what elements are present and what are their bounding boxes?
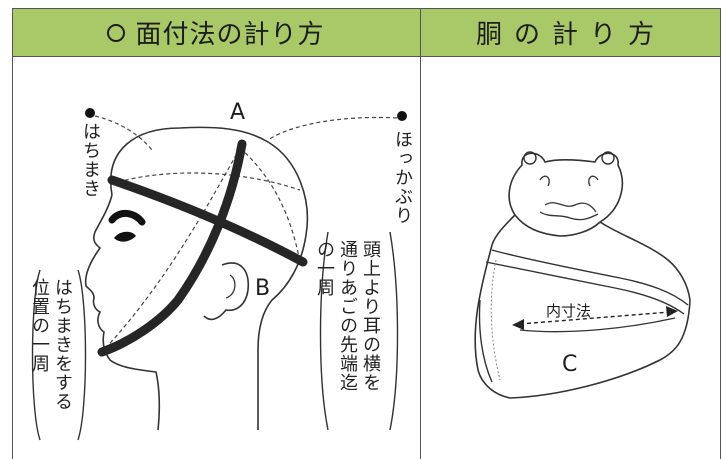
- label-a: A: [230, 100, 246, 125]
- label-b: B: [255, 276, 271, 301]
- header-left: 面付法の計り方: [12, 9, 420, 56]
- left-border: [12, 8, 13, 459]
- caption-b-line2: 通りあごの先端迄: [337, 240, 358, 392]
- header-left-title: 面付法の計り方: [135, 20, 325, 50]
- header-right-title: 胴の計り方: [475, 20, 666, 50]
- inner-size-label: 内寸法: [546, 302, 592, 320]
- note-hokkaburi: ほっかぶり: [392, 130, 413, 225]
- note-hachimaki: はちまき: [80, 122, 101, 198]
- column-divider: [420, 8, 421, 459]
- header-right: 胴の計り方: [421, 9, 721, 56]
- caption-b-line1: 頭上より耳の横を: [360, 240, 381, 392]
- caption-a-line2: 位置の一周: [29, 278, 50, 373]
- right-border: [720, 8, 721, 459]
- caption-b-line3: の一周: [314, 240, 335, 297]
- top-border: [12, 8, 721, 9]
- circle-bullet-icon: [107, 23, 126, 42]
- caption-a-line1: はちまきをする: [52, 278, 73, 411]
- header-divider: [12, 56, 721, 57]
- label-c: C: [562, 352, 578, 377]
